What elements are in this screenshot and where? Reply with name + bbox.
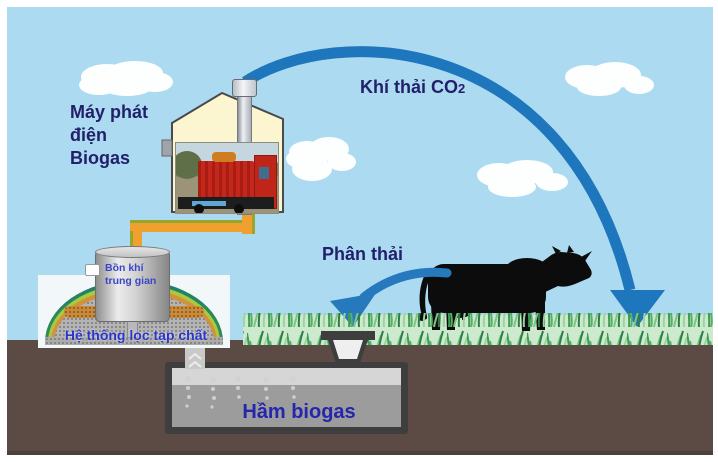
cloud-icon (79, 61, 173, 96)
gas-tank-lid (95, 246, 170, 258)
pit-inlet-funnel (321, 331, 375, 363)
chimney-cap (232, 79, 257, 97)
cloud-icon (477, 160, 568, 197)
red-engine-block (198, 161, 254, 199)
bubbles (185, 376, 296, 409)
gas-pipe-horizontal (130, 220, 252, 232)
base-stripe (192, 201, 226, 206)
gas-tank-label-line1: Bồn khí (105, 262, 144, 274)
arrow-down-icon (610, 290, 665, 327)
diagram-vector-layer (7, 46, 713, 455)
generator-label-line3: Biogas (70, 148, 131, 168)
biogas-pit (165, 362, 408, 434)
manure-arrow (330, 267, 452, 327)
tank-valve (85, 264, 100, 276)
filter-dome-base (45, 337, 223, 345)
gas-tank-label-line2: trung gian (105, 274, 157, 287)
cloud-icon (286, 137, 356, 181)
generator-label-line2: điện (70, 125, 108, 145)
tree-backdrop (176, 151, 202, 179)
manure-label: Phân thải (322, 244, 404, 264)
wall-box (161, 139, 173, 157)
gas-tank-label: Bồn khí trung gian (105, 262, 167, 287)
control-panel (259, 167, 269, 179)
filter-system-label: Hệ thống lọc tạp chất (64, 327, 208, 343)
co2-label-text: Khí thải CO (360, 77, 458, 97)
pit-gas-outlet (185, 345, 205, 369)
co2-arrow (242, 46, 665, 327)
cloud-icon (565, 62, 654, 96)
gas-pipe-house-drop (242, 212, 255, 234)
grass-blades (243, 313, 713, 345)
arrow-down-left-icon (330, 293, 376, 327)
biogas-pit-label: Hầm biogas (242, 401, 356, 423)
co2-label: Khí thải CO2 (360, 77, 465, 98)
earth-shadow (7, 451, 713, 455)
wheel-icon (194, 204, 204, 213)
biogas-cycle-diagram: Máy phát điện Biogas Khí thải CO2 Phân t… (7, 7, 713, 455)
generator-photo (175, 142, 279, 214)
wheel-icon (234, 204, 244, 213)
co2-subscript: 2 (458, 81, 466, 96)
generator-label-line1: Máy phát (70, 102, 149, 122)
generator-label: Máy phát điện Biogas (70, 101, 148, 170)
engine-cylinder (212, 152, 236, 162)
